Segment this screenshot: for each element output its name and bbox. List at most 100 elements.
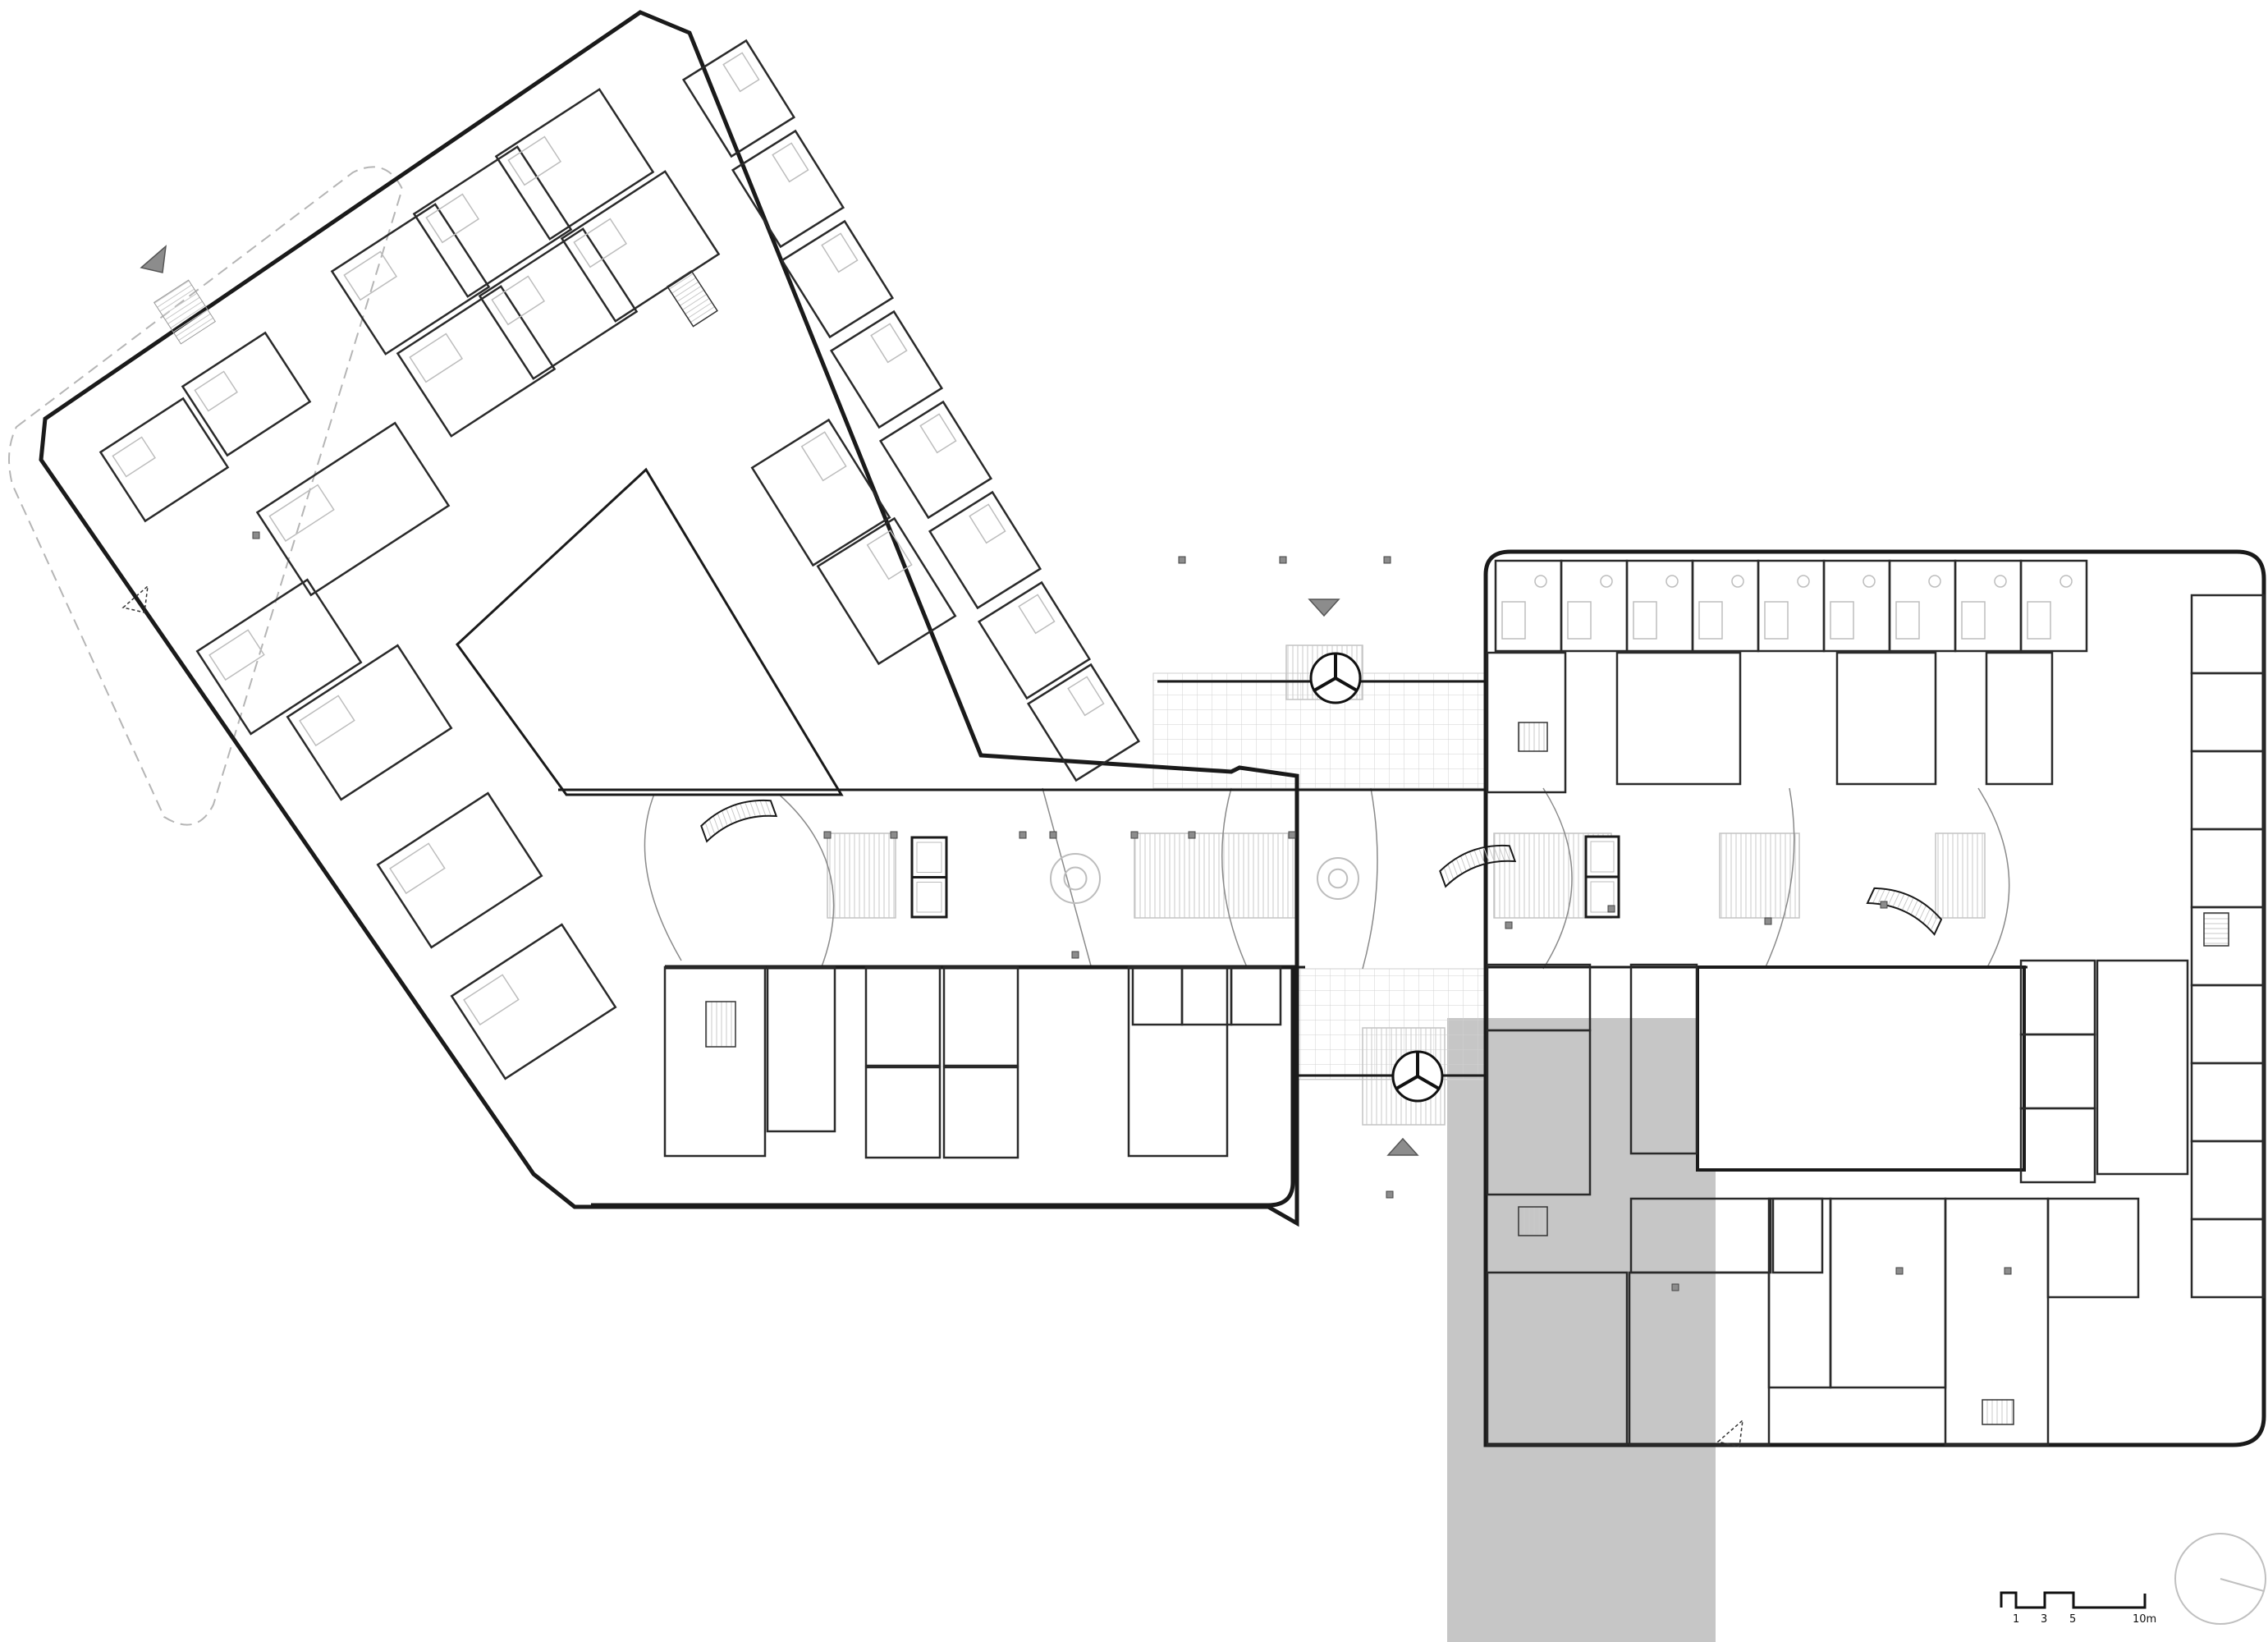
hatched-platform xyxy=(1134,832,1296,919)
furniture xyxy=(463,974,520,1026)
room xyxy=(928,490,1042,610)
furniture xyxy=(866,530,913,580)
bed-furniture xyxy=(1830,601,1854,640)
stair-north-west-entry xyxy=(153,279,216,345)
room xyxy=(1486,651,1567,794)
room xyxy=(1026,663,1141,782)
column xyxy=(1880,901,1888,909)
column xyxy=(1505,921,1513,929)
room xyxy=(1757,559,1826,653)
bed-furniture xyxy=(2027,601,2051,640)
room xyxy=(878,400,993,520)
room xyxy=(1888,559,1957,653)
room xyxy=(330,203,491,355)
room-group xyxy=(681,39,796,158)
room xyxy=(780,219,895,339)
entrance-south-dashed-icon xyxy=(1716,1419,1743,1447)
lift-car xyxy=(916,882,942,913)
scale-label-5: 5 xyxy=(2069,1613,2076,1626)
furniture xyxy=(409,333,464,383)
room xyxy=(942,1066,1019,1159)
room xyxy=(478,227,639,380)
column xyxy=(1049,831,1057,839)
curved-stair-treads xyxy=(1439,844,1517,888)
right-wing-outline xyxy=(1483,549,2266,1447)
column xyxy=(1019,831,1027,839)
lift-car xyxy=(916,842,942,873)
bed-furniture xyxy=(1961,601,1986,640)
room xyxy=(255,421,451,597)
bed-furniture xyxy=(1567,601,1592,640)
left-wing-courtyard xyxy=(456,467,844,796)
room xyxy=(1486,1029,1592,1196)
room-group xyxy=(750,418,891,567)
room-group xyxy=(731,129,845,249)
room-group xyxy=(330,203,491,355)
room xyxy=(2190,750,2266,831)
column xyxy=(1288,831,1296,839)
room xyxy=(1180,965,1233,1026)
furniture xyxy=(870,323,908,364)
room-group xyxy=(478,227,639,380)
room xyxy=(1615,651,1742,786)
circulation-arc xyxy=(1977,787,2010,970)
left-wing xyxy=(39,10,1299,1227)
revolving-door-wing xyxy=(1416,1075,1440,1090)
hatched-platform xyxy=(827,832,896,919)
curved-stair-treads xyxy=(1866,887,1943,936)
furniture xyxy=(573,218,628,268)
room xyxy=(1230,965,1282,1026)
furniture xyxy=(208,629,265,681)
chair-furniture xyxy=(1534,575,1547,588)
column xyxy=(1383,556,1391,564)
circulation-arc xyxy=(1362,787,1378,970)
spiral-stair-outer xyxy=(1317,857,1359,900)
room xyxy=(1625,559,1694,653)
room xyxy=(750,418,891,567)
room xyxy=(1560,559,1629,653)
room-group xyxy=(829,310,944,429)
spiral-stairs xyxy=(1050,853,1359,904)
room-group xyxy=(181,331,312,457)
room xyxy=(412,145,573,298)
room xyxy=(2096,959,2189,1176)
chair-furniture xyxy=(1600,575,1613,588)
furniture xyxy=(772,142,809,183)
room-group xyxy=(878,400,993,520)
shaded-site-block xyxy=(1447,1018,1716,1642)
room xyxy=(2046,1197,2140,1299)
room-group xyxy=(494,88,655,241)
room xyxy=(1944,1197,2050,1447)
room xyxy=(494,88,655,241)
revolving-door-wing xyxy=(1334,677,1358,692)
right-wing xyxy=(1483,549,2266,1447)
entrance-atrium-south-icon xyxy=(1386,1137,1419,1156)
room xyxy=(829,310,944,429)
furniture xyxy=(507,135,562,186)
column xyxy=(1764,917,1772,925)
stair-right-wing-east xyxy=(2203,912,2229,947)
scale-bar: 1 3 5 10m xyxy=(2000,1591,2156,1626)
room xyxy=(2190,984,2266,1065)
room xyxy=(681,39,796,158)
chair-furniture xyxy=(1928,575,1941,588)
chair-furniture xyxy=(1665,575,1679,588)
room xyxy=(1822,559,1891,653)
room xyxy=(99,397,230,523)
room xyxy=(864,965,942,1067)
furniture xyxy=(1067,676,1105,717)
room xyxy=(1954,559,2023,653)
room xyxy=(942,965,1019,1067)
room xyxy=(376,791,543,949)
room-group xyxy=(560,170,721,323)
chair-furniture xyxy=(1731,575,1744,588)
lift-cores xyxy=(910,835,1620,919)
middle-south-rooms xyxy=(663,965,1282,1159)
curved-stair-treads xyxy=(700,799,778,843)
room-group xyxy=(1026,663,1141,782)
left-wing-outline xyxy=(39,10,1299,1227)
stair-right-wing-southeast xyxy=(1982,1399,2014,1425)
spiral-stair-inner xyxy=(1063,866,1088,891)
north-arrow-icon xyxy=(2174,1533,2266,1625)
